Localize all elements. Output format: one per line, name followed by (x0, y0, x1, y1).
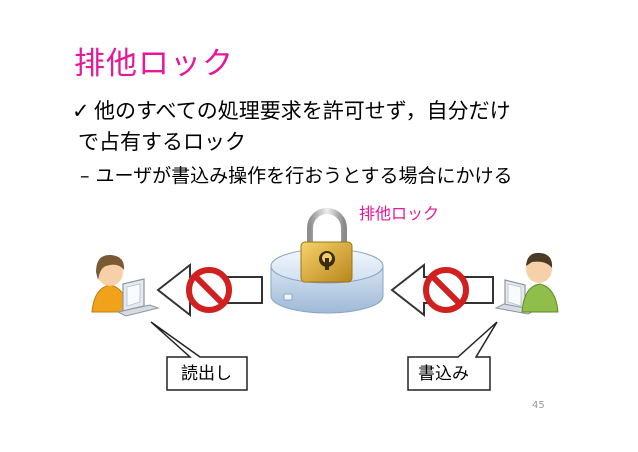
person-left-icon (91, 254, 129, 313)
sub-bullet-text: ユーザが書込み操作を行おうとする場合にかける (95, 165, 513, 187)
read-callout (150, 321, 248, 391)
check-mark-icon: ✓ (72, 99, 90, 123)
dash-marker: – (80, 165, 90, 187)
write-callout-label: 書込み (418, 364, 469, 384)
padlock-icon (300, 208, 353, 283)
bullet-point: ✓ 他のすべての処理要求を許可せず，自分だけ で占有するロック (72, 96, 592, 158)
read-callout-label: 読出し (181, 364, 232, 384)
page-number: 45 (532, 400, 545, 411)
sub-bullet: –ユーザが書込み操作を行おうとする場合にかける (80, 163, 513, 189)
bullet-line-1: 他のすべての処理要求を許可せず，自分だけ (94, 99, 511, 123)
computer-left-icon (116, 278, 160, 317)
prohibited-left-icon (186, 267, 232, 313)
prohibited-right-icon (423, 267, 469, 313)
exclusive-lock-label: 排他ロック (359, 204, 440, 223)
slide-title: 排他ロック (74, 46, 234, 82)
bullet-line-2: で占有するロック (78, 130, 246, 154)
write-callout (407, 321, 498, 391)
person-right-icon (521, 252, 559, 313)
